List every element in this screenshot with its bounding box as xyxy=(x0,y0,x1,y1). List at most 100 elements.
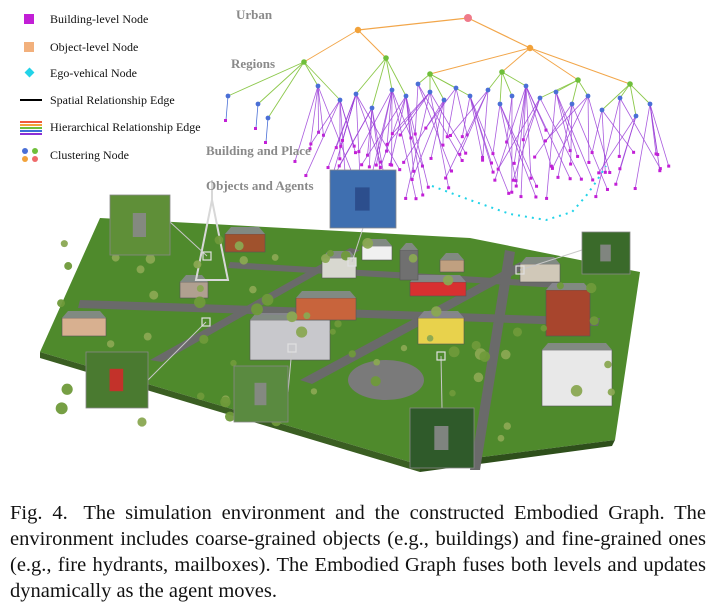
callout-line xyxy=(440,355,443,409)
object-edge xyxy=(429,91,467,154)
callout-line xyxy=(169,221,208,257)
tree xyxy=(149,290,159,300)
hierarchy-edge xyxy=(499,71,503,105)
legend-item-clustering-node: Clustering Node xyxy=(18,146,129,164)
tree xyxy=(230,359,237,367)
legend-item-hierarchical-edge: Hierarchical Relationship Edge xyxy=(18,118,201,136)
object-edge xyxy=(515,85,527,187)
hierarchy-edge xyxy=(501,71,513,97)
object-node xyxy=(543,139,547,143)
object-edge xyxy=(539,97,582,180)
object-node xyxy=(398,133,402,137)
hierarchy-edge xyxy=(267,61,305,119)
tree xyxy=(225,411,236,422)
building-node xyxy=(509,93,515,99)
building-node xyxy=(255,101,261,107)
object-edge xyxy=(555,91,571,151)
object-edge xyxy=(499,103,537,198)
building-node xyxy=(585,93,591,99)
callout-anchor-box xyxy=(201,317,211,327)
object-edge xyxy=(294,85,319,162)
object-edge xyxy=(649,103,670,167)
hierarchy-edge xyxy=(355,57,387,95)
object-edge xyxy=(417,83,452,172)
object-edge xyxy=(386,91,431,145)
hierarchy-edge xyxy=(429,73,471,97)
building-node xyxy=(569,101,575,107)
object-node xyxy=(410,178,414,182)
embodied-graph xyxy=(224,14,671,222)
object-edge xyxy=(446,87,457,137)
object-edge xyxy=(469,95,483,158)
callout-anchor-box xyxy=(515,265,525,275)
tree xyxy=(503,422,511,430)
tree xyxy=(589,316,599,326)
tree xyxy=(194,296,206,309)
building-node-icon xyxy=(18,12,50,26)
object-edge xyxy=(339,99,356,153)
hierarchy-edge xyxy=(371,57,387,109)
callout-object xyxy=(254,382,267,406)
object-node xyxy=(633,187,637,191)
object-node xyxy=(521,138,525,142)
figure: Building-level Node Object-level Node Eg… xyxy=(18,7,671,472)
object-node xyxy=(605,187,609,191)
object-node xyxy=(514,179,518,183)
building-roof xyxy=(542,343,612,350)
region-node xyxy=(301,59,307,65)
legend-label: Spatial Relationship Edge xyxy=(50,92,175,107)
object-edge xyxy=(571,103,608,190)
object-node xyxy=(414,197,418,201)
building-roof xyxy=(296,291,356,298)
building-node xyxy=(441,97,447,103)
building xyxy=(439,259,465,273)
urban-root-node xyxy=(464,14,472,22)
object-edge xyxy=(534,103,573,158)
tree xyxy=(60,240,68,248)
object-edge xyxy=(497,97,541,170)
building-node xyxy=(485,87,491,93)
object-node xyxy=(224,119,227,122)
object-edge xyxy=(442,99,445,146)
object-edge xyxy=(450,89,489,136)
object-node xyxy=(308,147,312,151)
object-node xyxy=(493,178,497,182)
object-node xyxy=(464,151,468,155)
hierarchy-edge xyxy=(303,61,319,87)
tree xyxy=(449,389,456,397)
object-node xyxy=(654,152,658,156)
object-edge xyxy=(355,93,401,170)
hierarchy-edge xyxy=(357,17,469,31)
object-node xyxy=(357,150,361,154)
road xyxy=(470,250,515,470)
callout-object xyxy=(600,244,611,262)
building-roof xyxy=(410,275,466,282)
hierarchy-edge xyxy=(501,71,527,87)
object-edge xyxy=(425,87,457,129)
clustering-node-icon xyxy=(18,148,50,162)
object-edge xyxy=(355,93,381,163)
hierarchy-edge xyxy=(501,47,531,73)
tree xyxy=(239,256,248,265)
callout-line xyxy=(519,249,583,271)
object-node xyxy=(533,155,537,159)
hierarchy-edge xyxy=(357,29,387,59)
callout-line xyxy=(147,321,207,381)
simulation-city xyxy=(40,169,640,472)
object-node xyxy=(353,151,357,155)
object-edge xyxy=(411,99,445,180)
object-node xyxy=(587,160,591,164)
object-edge xyxy=(494,85,527,181)
object-node xyxy=(491,152,495,156)
object-edge xyxy=(392,91,431,134)
ego-trajectory xyxy=(431,165,607,222)
object-edge xyxy=(335,93,357,148)
object-node xyxy=(507,191,511,195)
building-node xyxy=(265,115,271,121)
tree xyxy=(251,303,263,316)
tree xyxy=(143,332,152,341)
tree xyxy=(497,434,505,442)
object-node xyxy=(491,170,495,174)
object-node xyxy=(591,178,595,182)
hierarchy-edge xyxy=(529,47,579,81)
